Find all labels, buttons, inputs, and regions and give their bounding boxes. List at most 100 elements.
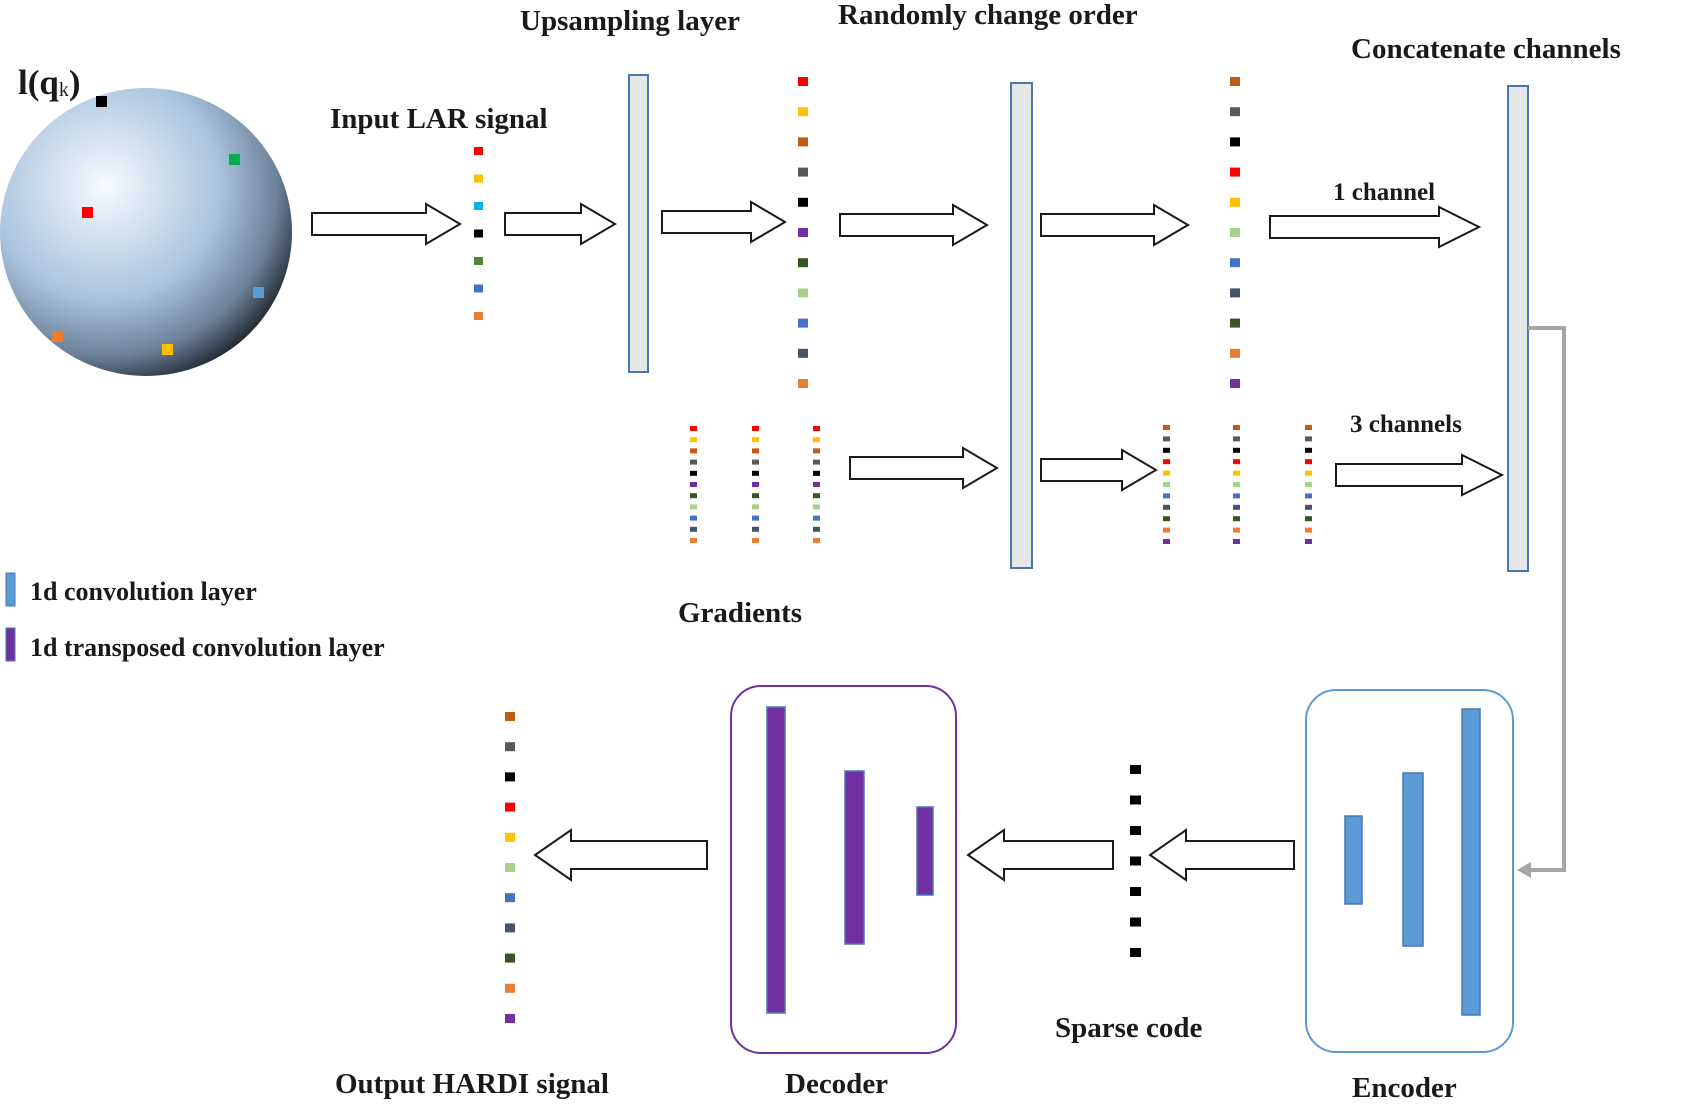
gradient-dot: [813, 493, 820, 499]
upsampled-dot: [798, 348, 808, 358]
concatenate-channels-label: Concatenate channels: [1351, 33, 1621, 65]
shuffled-gradient-dot: [1305, 436, 1312, 442]
sparse-code-label: Sparse code: [1055, 1012, 1203, 1044]
gradient-dot: [690, 426, 697, 431]
shuffled-dot: [1230, 379, 1240, 388]
gradient-dot: [752, 448, 759, 454]
gradient-dot: [813, 504, 820, 510]
gradient-dot: [690, 459, 697, 465]
input-dot: [474, 174, 483, 183]
shuffled-gradient-dot: [1163, 516, 1170, 522]
shuffled-gradient-dot: [1305, 504, 1312, 510]
three-channels-label: 3 channels: [1350, 411, 1462, 438]
shuffle-layer: [1010, 82, 1033, 569]
sparse-code-dot: [1130, 765, 1141, 774]
shuffled-gradient-dot: [1233, 470, 1240, 476]
shuffled-gradient-dot: [1233, 539, 1240, 544]
upsampled-dot: [798, 197, 808, 207]
input-dot: [474, 284, 483, 293]
shuffled-dot: [1230, 318, 1240, 328]
gradient-dot: [813, 526, 820, 532]
output-dot: [505, 923, 515, 933]
output-dot: [505, 953, 515, 963]
gradient-dot: [813, 470, 820, 476]
shuffled-gradient-dot: [1163, 447, 1170, 453]
output-dot: [505, 772, 515, 782]
sphere-point: [82, 207, 93, 218]
feedback-line: [1528, 326, 1566, 872]
input-dot: [474, 202, 483, 210]
decoder-box: [730, 685, 957, 1054]
gradient-dot: [813, 538, 820, 543]
concatenate-layer: [1507, 85, 1529, 572]
gradient-dot: [752, 459, 759, 465]
flow-arrow: [504, 202, 617, 246]
upsampling-layer: [628, 74, 649, 373]
gradient-dot: [690, 504, 697, 510]
shuffled-gradient-dot: [1163, 459, 1170, 465]
legend-conv-label: 1d convolution layer: [30, 577, 257, 606]
gradient-dot: [813, 426, 820, 431]
shuffled-dot: [1230, 137, 1240, 147]
gradient-dot: [690, 538, 697, 543]
flow-arrow: [661, 200, 787, 244]
output-hardi-signal-label: Output HARDI signal: [335, 1068, 609, 1100]
sphere: [0, 88, 292, 376]
shuffled-dot: [1230, 77, 1240, 86]
shuffled-gradient-dot: [1305, 493, 1312, 499]
output-dot: [505, 893, 515, 903]
shuffled-gradient-dot: [1305, 539, 1312, 544]
output-dot: [505, 802, 515, 812]
shuffled-gradient-dot: [1163, 436, 1170, 442]
gradient-dot: [752, 470, 759, 476]
encoder-box: [1305, 689, 1514, 1053]
output-dot: [505, 742, 515, 752]
legend-conv-swatch: [5, 572, 16, 607]
shuffled-gradient-dot: [1305, 447, 1312, 453]
gradient-dot: [690, 437, 697, 443]
decoder-layer-3: [916, 806, 934, 896]
output-dot: [505, 712, 515, 721]
sphere-sample-points: [52, 96, 264, 355]
shuffled-gradient-dot: [1163, 425, 1170, 430]
shuffled-dot: [1230, 197, 1240, 207]
gradient-dot: [690, 448, 697, 454]
gradient-dot: [752, 504, 759, 510]
shuffled-gradient-dot: [1163, 527, 1170, 533]
sphere-point: [52, 331, 63, 342]
gradient-dot: [752, 437, 759, 443]
randomly-change-order-label: Randomly change order: [838, 0, 1138, 31]
sparse-code-dot: [1130, 917, 1141, 927]
shuffled-gradient-dot: [1305, 482, 1312, 487]
sphere-point: [162, 344, 173, 355]
sphere-body: [0, 88, 292, 376]
sparse-code-dot: [1130, 948, 1141, 957]
gradient-dot: [813, 448, 820, 454]
output-dot: [505, 832, 515, 842]
flow-arrow: [849, 446, 999, 490]
flow-arrow: [1040, 448, 1158, 492]
encoder-label: Encoder: [1352, 1072, 1457, 1100]
upsampled-dot: [798, 318, 808, 328]
shuffled-dot: [1230, 348, 1240, 358]
sphere-point: [253, 287, 264, 298]
input-dot: [474, 147, 483, 155]
shuffled-dot: [1230, 258, 1240, 268]
shuffled-gradient-dot: [1305, 470, 1312, 476]
feedback-arrowhead: [1517, 862, 1531, 878]
sparse-code-dot: [1130, 795, 1141, 805]
upsampled-dot: [798, 288, 808, 298]
flow-arrow: [839, 203, 989, 247]
shuffled-dot: [1230, 288, 1240, 298]
shuffled-gradient-dot: [1163, 539, 1170, 544]
gradient-dot: [813, 482, 820, 487]
input-dot: [474, 312, 483, 320]
flow-arrow: [1335, 453, 1505, 497]
gradient-dot: [752, 526, 759, 532]
sphere-point: [229, 154, 240, 165]
shuffled-gradient-dot: [1305, 516, 1312, 522]
shuffled-dot: [1230, 107, 1240, 117]
shuffled-gradient-dot: [1163, 470, 1170, 476]
